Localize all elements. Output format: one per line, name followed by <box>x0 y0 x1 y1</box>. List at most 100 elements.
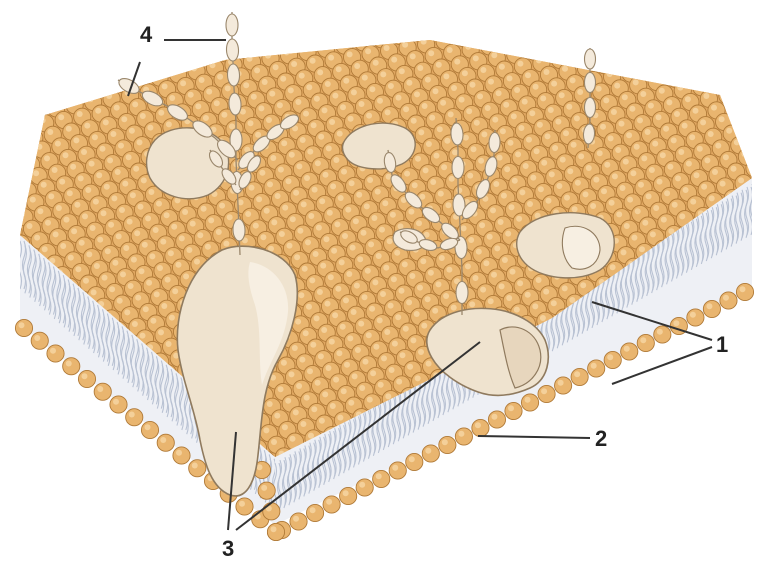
head-highlight <box>609 200 615 206</box>
head-highlight <box>41 182 47 188</box>
head-highlight <box>109 286 115 292</box>
phospholipid-head <box>65 32 82 49</box>
head-highlight <box>354 283 360 289</box>
phospholipid-head <box>117 49 134 66</box>
phospholipid-head <box>499 35 516 52</box>
phospholipid-head <box>557 438 574 455</box>
head-highlight <box>203 115 209 121</box>
head-highlight <box>723 374 729 380</box>
inner-head-highlight <box>425 448 431 454</box>
head-highlight <box>639 27 645 33</box>
head-highlight <box>320 263 326 269</box>
head-highlight <box>183 54 189 60</box>
head-highlight <box>497 439 503 445</box>
head-highlight <box>545 417 551 423</box>
head-highlight <box>664 410 670 416</box>
head-highlight <box>67 190 73 196</box>
head-highlight <box>302 46 308 52</box>
phospholipid-head <box>685 67 702 84</box>
head-highlight <box>111 415 117 421</box>
head-highlight <box>694 456 700 462</box>
inner-head <box>720 292 737 309</box>
head-highlight <box>205 244 211 250</box>
head-highlight <box>463 135 469 141</box>
head-highlight <box>344 362 350 368</box>
head-highlight <box>65 61 71 67</box>
head-highlight <box>566 104 572 110</box>
head-highlight <box>627 416 633 422</box>
head-highlight <box>739 461 745 467</box>
inner-head <box>488 411 505 428</box>
head-highlight <box>296 163 302 169</box>
phospholipid-head <box>675 366 692 383</box>
head-highlight <box>87 32 93 38</box>
head-highlight <box>656 398 662 404</box>
phospholipid-head <box>719 87 736 104</box>
head-highlight <box>454 59 460 65</box>
head-highlight <box>313 31 319 37</box>
phospholipid-head <box>40 88 57 105</box>
head-highlight <box>172 288 178 294</box>
head-highlight <box>540 315 546 321</box>
phospholipid-head <box>180 51 197 68</box>
head-highlight <box>552 145 558 151</box>
inner-head-highlight <box>66 360 72 366</box>
head-highlight <box>128 283 134 289</box>
head-highlight <box>576 25 582 31</box>
phospholipid-head <box>32 77 49 94</box>
head-highlight <box>94 43 100 49</box>
phospholipid-head <box>29 103 46 120</box>
head-highlight <box>569 297 575 303</box>
head-highlight <box>165 277 171 283</box>
head-highlight <box>317 289 323 295</box>
head-highlight <box>498 219 504 225</box>
head-highlight <box>549 171 555 177</box>
phospholipid-head <box>42 437 59 454</box>
head-highlight <box>641 375 647 381</box>
head-highlight <box>384 329 390 335</box>
sugar-unit <box>452 157 464 179</box>
head-highlight <box>627 197 633 203</box>
phospholipid-head <box>723 125 740 142</box>
head-highlight <box>206 89 212 95</box>
phospholipid-head <box>53 422 70 439</box>
inner-head-highlight <box>261 485 267 491</box>
head-highlight <box>127 219 133 225</box>
phospholipid-head <box>741 57 757 74</box>
head-highlight <box>325 81 331 87</box>
phospholipid-head <box>625 39 642 56</box>
phospholipid-head <box>12 455 29 472</box>
head-highlight <box>613 457 619 463</box>
inner-head <box>571 368 588 385</box>
head-highlight <box>314 96 320 102</box>
phospholipid-head <box>734 110 751 127</box>
head-highlight <box>229 123 235 129</box>
head-highlight <box>160 458 166 464</box>
inner-head <box>621 343 638 360</box>
phospholipid-head <box>82 404 99 421</box>
phospholipid-head <box>69 70 86 87</box>
head-highlight <box>176 42 182 48</box>
head-highlight <box>705 441 711 447</box>
head-highlight <box>67 410 73 416</box>
head-highlight <box>329 119 335 125</box>
head-highlight <box>336 66 342 72</box>
head-highlight <box>370 370 376 376</box>
head-highlight <box>349 180 355 186</box>
head-highlight <box>384 45 390 51</box>
head-highlight <box>491 52 497 58</box>
head-highlight <box>15 457 21 463</box>
phospholipid-head <box>699 26 716 43</box>
head-highlight <box>385 393 391 399</box>
phospholipid-head <box>734 330 751 347</box>
head-highlight <box>653 425 659 431</box>
head-highlight <box>282 424 288 430</box>
head-highlight <box>547 43 553 49</box>
head-highlight <box>311 406 317 412</box>
phospholipid-head <box>19 402 36 419</box>
inner-head-highlight <box>392 465 398 471</box>
head-highlight <box>93 418 99 424</box>
head-highlight <box>281 140 287 146</box>
head-highlight <box>326 145 332 151</box>
phospholipid-head <box>590 393 607 410</box>
